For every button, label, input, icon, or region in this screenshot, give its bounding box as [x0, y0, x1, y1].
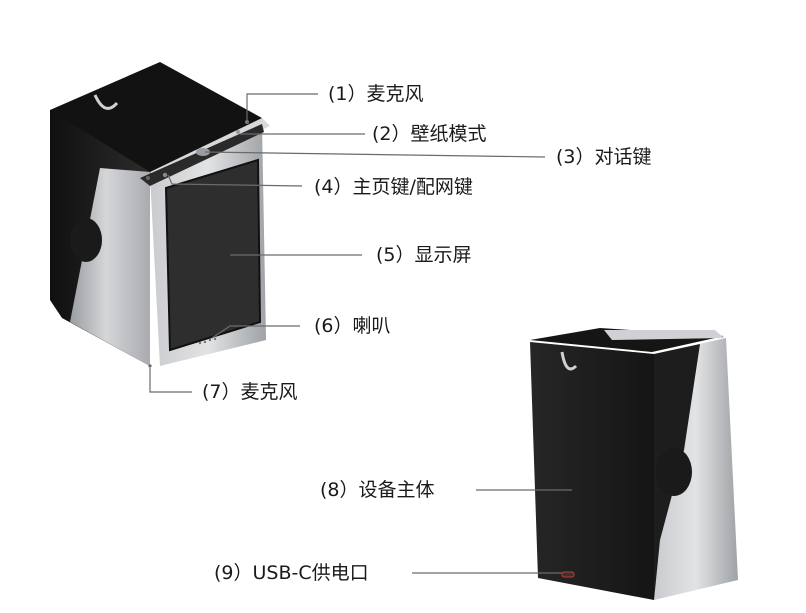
speaker-grille: [198, 337, 217, 345]
talk-button: [196, 148, 210, 156]
home-button-dot: [162, 172, 168, 178]
leader-4: [167, 174, 303, 187]
home-button-dot-2: [146, 176, 150, 180]
label-device-body: (8）设备主体: [320, 479, 435, 501]
label-wallpaper-mode: (2）壁纸模式: [372, 123, 487, 145]
mic-bottom-dot: [148, 364, 152, 368]
device-front-side-dial: [70, 218, 102, 262]
label-speaker: (6）喇叭: [314, 315, 391, 337]
label-microphone-top: (1）麦克风: [328, 83, 424, 105]
device-back-view: [530, 328, 738, 600]
leader-6: [211, 325, 300, 339]
device-back-black-body: [530, 342, 654, 600]
leader-7: [149, 368, 192, 393]
usb-c-port: [561, 571, 575, 578]
device-front-view: [50, 62, 270, 368]
label-microphone-bottom: (7）麦克风: [202, 381, 298, 403]
device-back-side-dial: [656, 448, 692, 496]
leader-3: [204, 151, 546, 158]
wallpaper-button-dot: [236, 130, 240, 134]
leader-1: [246, 93, 318, 120]
label-usb-c-port: (9）USB-C供电口: [214, 562, 369, 584]
device-back-top-bar: [604, 330, 724, 340]
device-front-side-silver-panel: [70, 168, 150, 366]
device-back-top-notch: [560, 351, 578, 371]
leader-lines: [149, 93, 572, 574]
label-talk-button: (3）对话键: [556, 146, 652, 168]
device-front-top-notch: [93, 94, 119, 110]
label-display: (5）显示屏: [376, 244, 472, 266]
display-screen: [164, 158, 262, 352]
mic-top-dot: [245, 120, 249, 124]
label-home-button: (4）主页键/配网键: [314, 176, 473, 198]
